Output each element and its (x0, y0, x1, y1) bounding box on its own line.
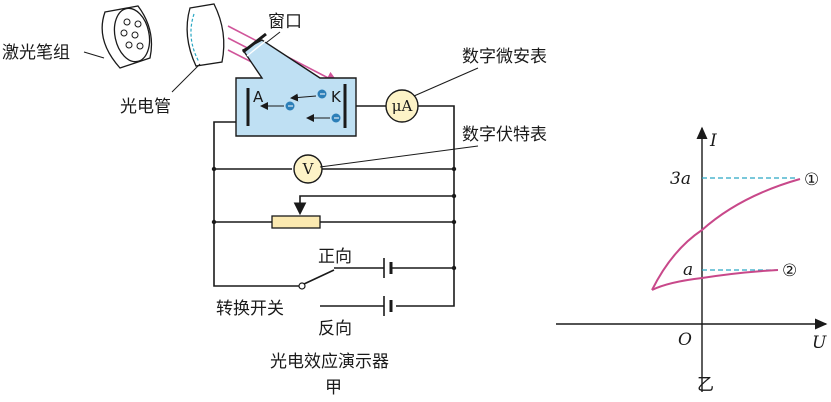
origin-label: O (678, 330, 692, 350)
apparatus-diagram: 激光笔组 光电管 窗口 A K (2, 3, 547, 398)
laser-label: 激光笔组 (2, 43, 70, 63)
voltmeter-symbol: V (302, 160, 315, 178)
anode-label: A (253, 88, 264, 106)
axis-i-label: I (709, 131, 717, 151)
caption-yi: 乙 (697, 375, 714, 395)
curve-2-label: ② (782, 261, 797, 281)
microammeter-label: 数字微安表 (462, 47, 547, 67)
curve-2 (651, 269, 779, 291)
rheostat (271, 215, 321, 229)
cathode-label: K (331, 88, 342, 106)
forward-label: 正向 (318, 247, 352, 267)
reverse-label: 反向 (318, 319, 352, 339)
phototube-body (235, 39, 357, 137)
caption-jia: 光电效应演示器 (270, 352, 389, 372)
switch-label: 转换开关 (216, 299, 284, 319)
lens-cylinder (186, 3, 225, 67)
tick-a: a (683, 260, 693, 280)
electrons (260, 89, 341, 123)
curve-1 (651, 178, 801, 291)
iu-graph: I U O 3a a ① ② 乙 (556, 126, 828, 395)
microammeter-symbol: μA (392, 97, 413, 115)
phototube-label: 光电管 (120, 97, 171, 117)
window-label: 窗口 (268, 12, 302, 32)
curve-1-label: ① (804, 170, 819, 190)
switch-pivot (298, 282, 306, 290)
voltmeter-label: 数字伏特表 (462, 125, 547, 145)
caption-jia-sub: 甲 (325, 378, 342, 398)
laser-pen-group (101, 5, 153, 69)
tick-3a: 3a (670, 169, 691, 189)
axis-u-label: U (812, 333, 827, 353)
